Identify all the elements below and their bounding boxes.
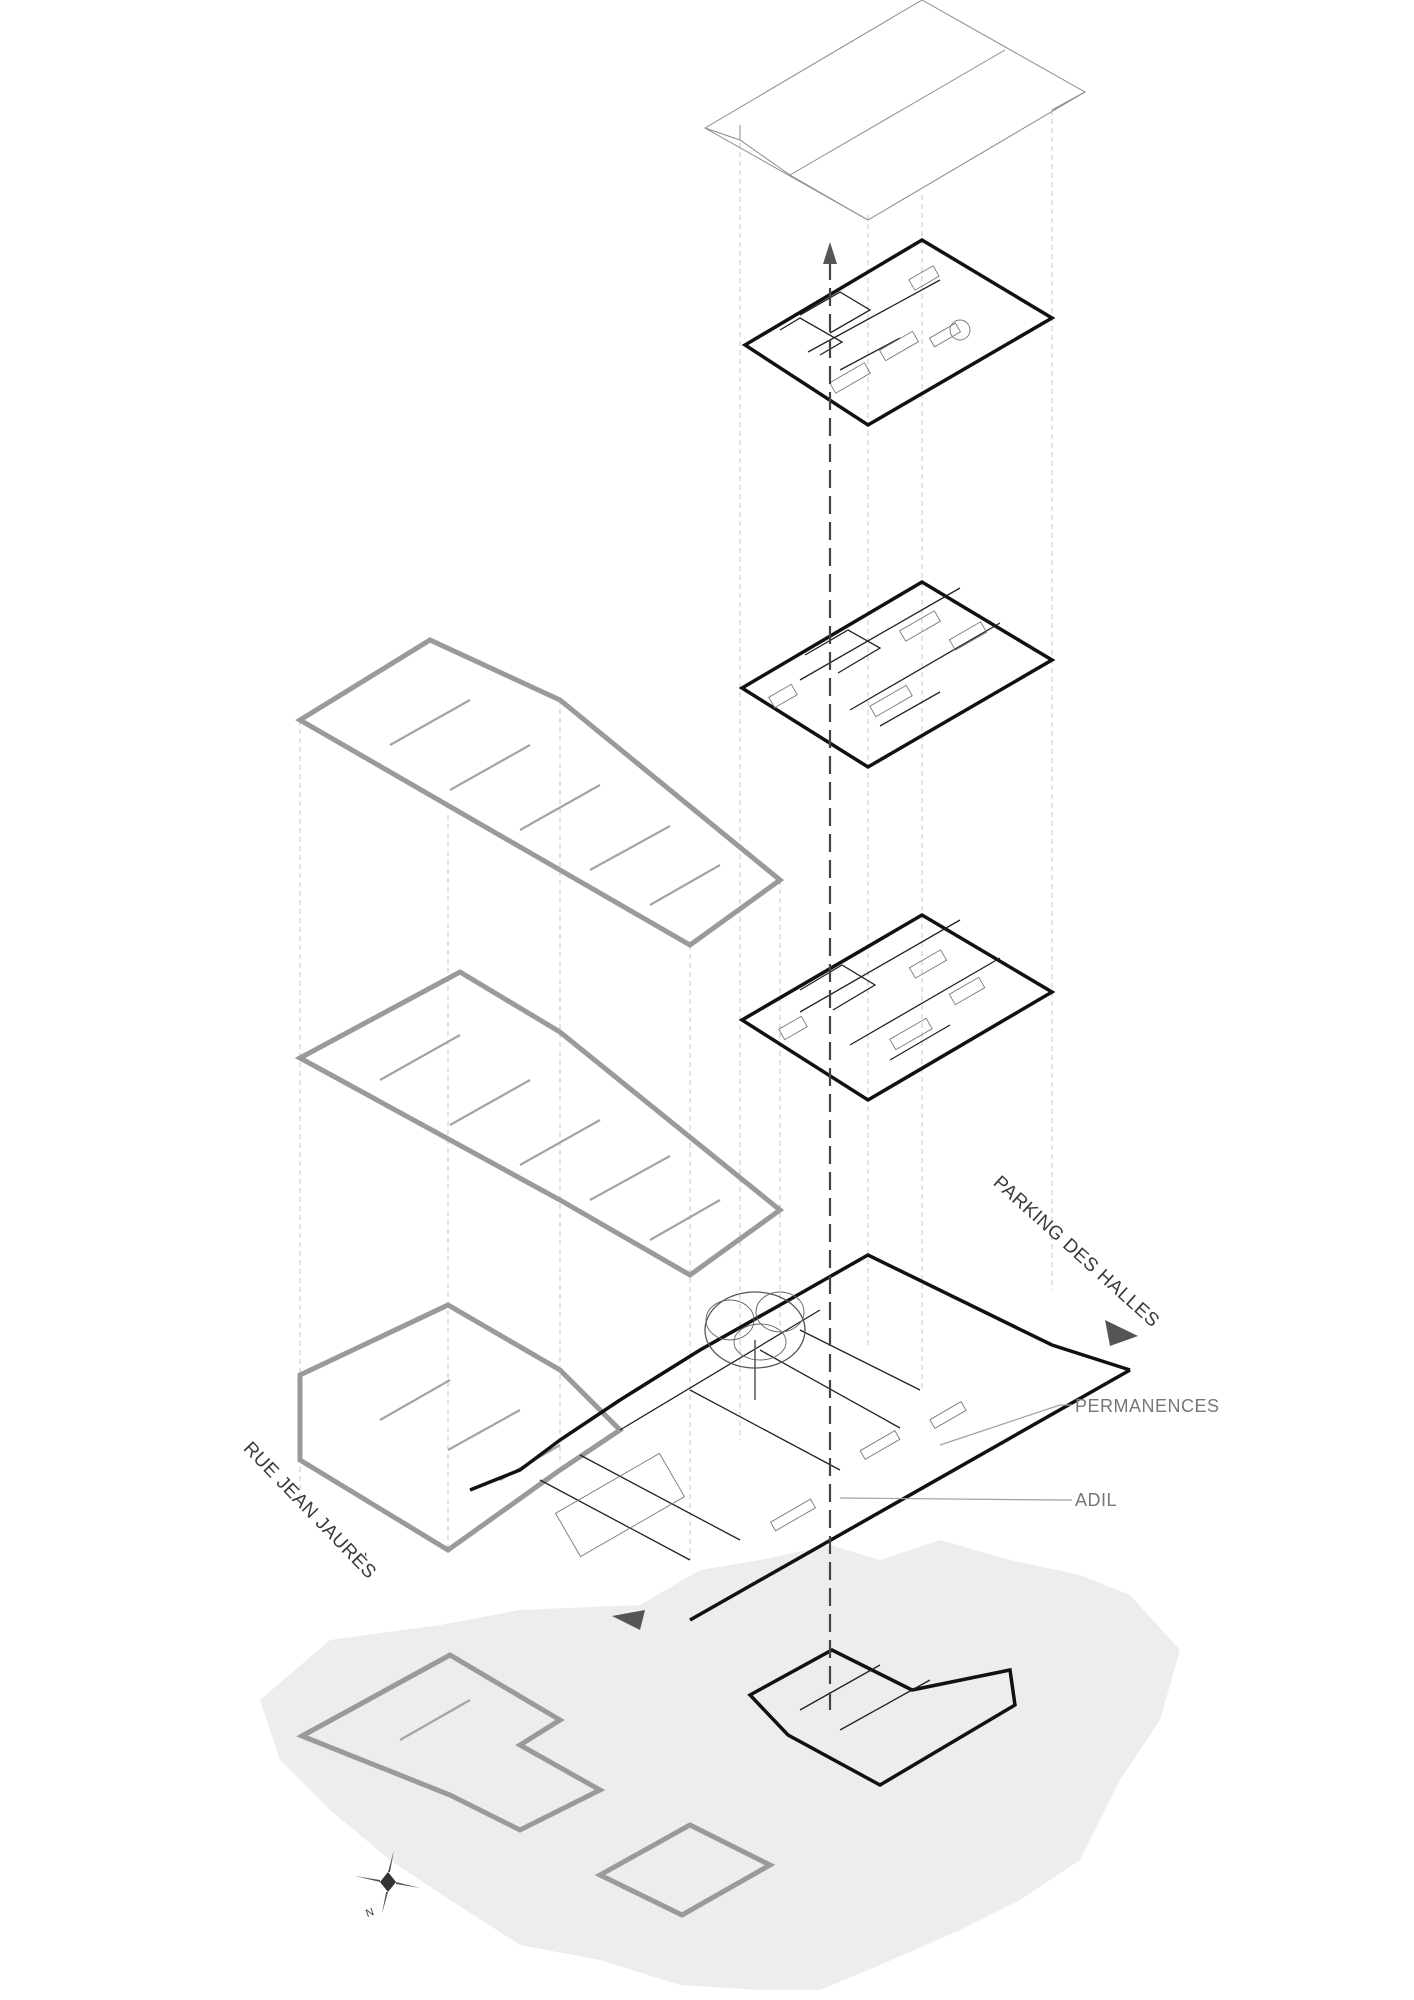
projection-lines	[299, 110, 1053, 1560]
existing-floor-middle	[294, 969, 785, 1278]
floor-level-2	[738, 912, 1056, 1103]
existing-floor-ground	[297, 1302, 624, 1553]
existing-floor-upper	[295, 637, 785, 948]
ground-plane	[260, 1540, 1180, 1990]
floor-level-4	[741, 237, 1056, 428]
floor-level-basement	[747, 1648, 1017, 1788]
program-label-permanences: PERMANENCES	[1075, 1396, 1220, 1416]
floor-level-ground	[469, 1253, 1131, 1622]
roof	[703, 0, 1087, 221]
program-label-adil: ADIL	[1075, 1490, 1118, 1510]
floor-level-3	[738, 579, 1056, 770]
circulation-axis	[823, 242, 837, 1715]
tree-icon	[704, 1291, 806, 1400]
arrow-icon	[1105, 1320, 1138, 1346]
arrow-icon	[612, 1610, 645, 1630]
compass-rose-icon	[355, 1850, 420, 1914]
existing-floor-basement	[296, 1652, 776, 1918]
arrow-icon	[823, 242, 837, 264]
entrance-arrows	[612, 1320, 1138, 1630]
leader-lines	[839, 1404, 1072, 1501]
